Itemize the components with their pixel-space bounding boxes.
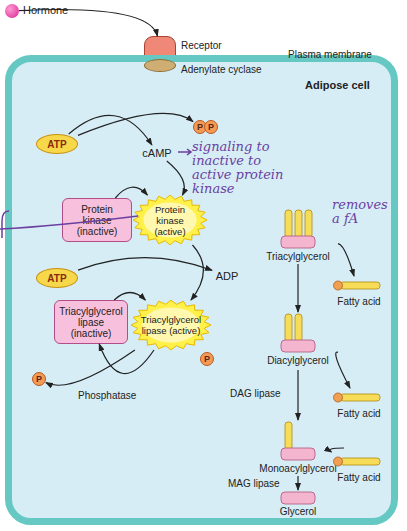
plain-node: cAMP — [138, 145, 176, 161]
p-node: P — [32, 372, 46, 386]
node-label: ATP — [47, 139, 66, 150]
p-node: P — [204, 120, 218, 134]
carboxyl-end — [334, 281, 343, 290]
node-label: P — [197, 122, 203, 133]
node-label: Glycerol — [267, 506, 329, 517]
pink-node: Triacylglycerol lipase (inactive) — [54, 300, 128, 344]
starburst-shape — [131, 300, 211, 350]
plain-node: ADP — [212, 268, 242, 284]
fatty-acid-chain — [285, 422, 292, 450]
glycerol-head — [281, 448, 315, 460]
part-label: Plasma membrane — [288, 49, 388, 60]
enzyme-label: DAG lipase — [230, 388, 281, 399]
fa-node: Fatty acid — [330, 452, 388, 486]
glycerol-head — [281, 492, 315, 504]
node-label: Protein kinase (active) — [133, 204, 207, 237]
fatty-acid-chain — [295, 210, 302, 238]
fatty-acid-chain — [340, 394, 380, 401]
pink-node: Protein kinase (inactive) — [62, 198, 132, 242]
node-label: Adenylate cyclase — [181, 64, 276, 75]
fatty-acid-chain — [285, 210, 292, 238]
glycerol-head — [281, 236, 315, 248]
handwritten-note: removes a fA — [332, 198, 396, 226]
node-label: Fatty acid — [324, 408, 394, 419]
starburst-shape — [133, 195, 207, 245]
node-label: Diacylglycerol — [252, 355, 344, 366]
tg-node: Triacylglycerol — [258, 208, 338, 264]
carboxyl-end — [334, 393, 343, 402]
enzyme-label: MAG lipase — [228, 478, 280, 489]
node-label: Triacylglycerol lipase (active) — [131, 314, 211, 336]
mag-node: Monoacylglycerol — [252, 420, 344, 476]
dag-node: Diacylglycerol — [258, 312, 338, 370]
node-label: Fatty acid — [324, 296, 394, 307]
star-node: Protein kinase (active) — [133, 195, 207, 245]
carboxyl-end — [334, 457, 343, 466]
star-node: Triacylglycerol lipase (active) — [131, 300, 211, 350]
hormone-node: Hormone — [5, 4, 19, 18]
fatty-acid-chain — [340, 458, 380, 465]
node-label: ATP — [47, 273, 66, 284]
handwritten-note: signaling to inactive to active protein … — [192, 140, 292, 196]
node-label: P — [208, 122, 214, 133]
atp-node: ATP — [36, 134, 78, 154]
enzyme-label: Phosphatase — [78, 390, 136, 401]
fatty-acid-chain — [295, 314, 302, 342]
node-label: P — [36, 374, 42, 385]
node-label: Adipose cell — [305, 80, 395, 91]
fatty-acid-illustration — [330, 276, 388, 296]
glycerol-head — [281, 340, 315, 352]
fatty-acid-chain — [340, 282, 380, 289]
atp-node: ATP — [36, 268, 78, 288]
fa-node: Fatty acid — [330, 276, 388, 310]
fatty-acid-illustration — [330, 388, 388, 408]
lipid-illustration — [252, 420, 344, 462]
lipid-illustration — [258, 208, 338, 250]
lipid-illustration — [258, 312, 338, 354]
cell-node: Adipose cellAdenylate cyclaseATPcAMPPPPr… — [5, 55, 398, 525]
fa-node: Fatty acid — [330, 388, 388, 422]
node-label: ADP — [216, 271, 239, 282]
node-label: Triacylglycerol — [252, 251, 344, 262]
node-label: Protein kinase (inactive) — [63, 204, 131, 237]
fatty-acid-chain — [285, 314, 292, 342]
gly-node: Glycerol — [273, 490, 323, 518]
fatty-acid-illustration — [330, 452, 388, 472]
node-label: Fatty acid — [324, 472, 394, 483]
node-label: Triacylglycerol lipase (inactive) — [54, 306, 128, 339]
node-label: Hormone — [23, 5, 83, 16]
node-label: cAMP — [142, 148, 171, 159]
node-label: Receptor — [181, 40, 245, 51]
fatty-acid-chain — [305, 210, 312, 238]
p-node: P — [200, 352, 214, 366]
node-label: P — [204, 354, 210, 365]
cyclase-node: Adenylate cyclase — [144, 59, 176, 72]
